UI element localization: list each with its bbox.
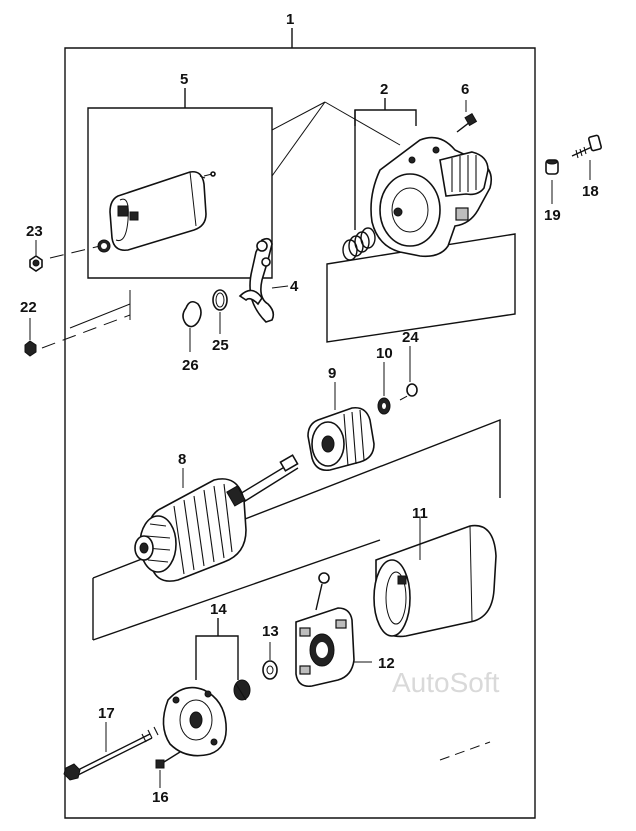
- callout-2: 2: [380, 81, 388, 98]
- callout-22: 22: [20, 299, 37, 316]
- part-12-brush-holder: [295, 572, 372, 688]
- part-16-screw: [155, 751, 181, 788]
- part-13-washer: [262, 642, 278, 680]
- callout-8: 8: [178, 451, 186, 468]
- callout-6: 6: [461, 81, 469, 98]
- callout-25: 25: [212, 337, 229, 354]
- part-14-bracket: [195, 618, 239, 680]
- drive-housing-bracket: [326, 98, 516, 343]
- part-10-washer: [377, 362, 391, 415]
- part-4-shift-lever: [238, 237, 289, 323]
- part-14-end-frame: [162, 679, 251, 757]
- callout-16: 16: [152, 789, 169, 806]
- callout-26: 26: [182, 357, 199, 374]
- callout-13: 13: [262, 623, 279, 640]
- part-24-snap-ring: [406, 346, 418, 397]
- callout-18: 18: [582, 183, 599, 200]
- callout-23: 23: [26, 223, 43, 240]
- callout-1: 1: [286, 11, 294, 28]
- part-17-through-bolt: [63, 722, 159, 781]
- part-5-solenoid: [97, 170, 216, 253]
- callout-5: 5: [180, 71, 188, 88]
- part-6-bolt: [456, 100, 478, 133]
- callout-9: 9: [328, 365, 336, 382]
- part-23-nut: [29, 240, 43, 272]
- callout-4: 4: [290, 278, 299, 295]
- callout-11: 11: [412, 505, 428, 522]
- callout-12: 12: [378, 655, 395, 672]
- part-19-collar: [545, 159, 559, 204]
- callout-24: 24: [402, 329, 419, 346]
- plunger-spring: [342, 227, 376, 261]
- callout-19: 19: [544, 207, 561, 224]
- part-18-bolt: [571, 134, 602, 180]
- assembly-frame: [64, 28, 536, 819]
- part-25-ring: [212, 289, 228, 334]
- callout-17: 17: [98, 705, 115, 722]
- part-26-clip: [182, 300, 202, 352]
- part-22-nut: [24, 318, 37, 357]
- part-2-drive-housing: [370, 136, 493, 258]
- callout-14: 14: [210, 601, 227, 618]
- solenoid-bracket: [87, 88, 273, 279]
- part-11-yoke: [373, 518, 497, 638]
- watermark-text: AutoSoft: [392, 667, 500, 698]
- part-9-pinion-clutch: [307, 382, 375, 472]
- callout-10: 10: [376, 345, 393, 362]
- part-8-armature: [134, 454, 299, 582]
